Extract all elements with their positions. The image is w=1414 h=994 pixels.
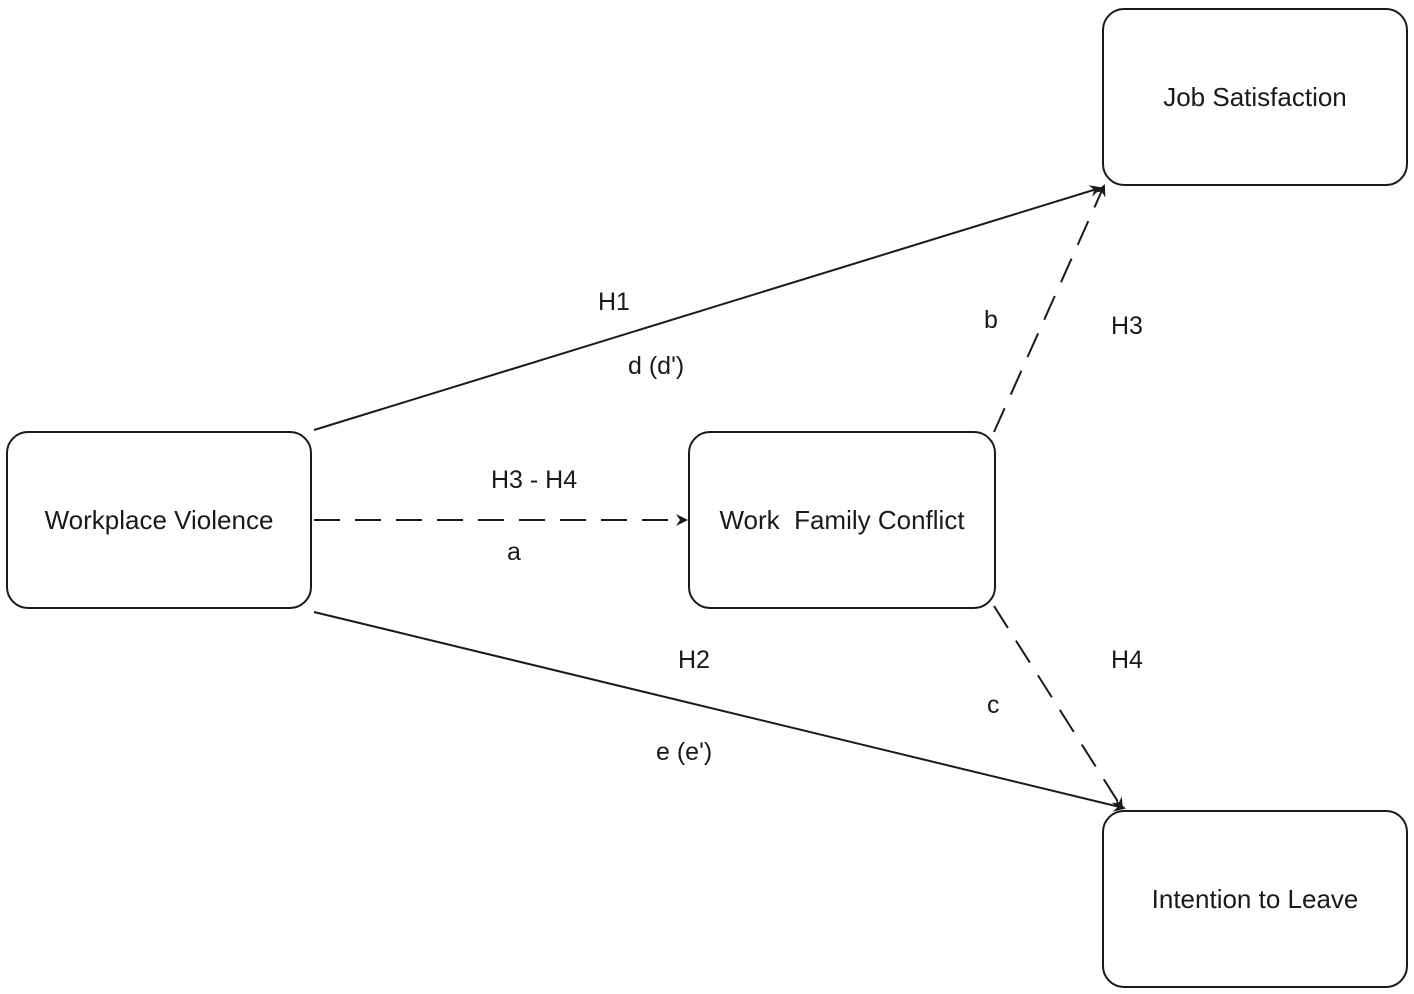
label-a: a — [507, 538, 521, 566]
node-workplace-violence: Workplace Violence — [6, 431, 312, 609]
edge-wfc-to-js — [993, 184, 1106, 433]
label-c: c — [987, 691, 1000, 719]
edge-wfc-to-itl — [993, 605, 1124, 810]
node-work-family-conflict-label: Work Family Conflict — [719, 504, 965, 535]
edge-wv-to-itl — [313, 611, 1126, 812]
label-d: d (d') — [628, 352, 685, 380]
node-intention-to-leave-label: Intention to Leave — [1151, 883, 1359, 914]
label-h4: H4 — [1111, 646, 1143, 674]
label-h3: H3 — [1111, 312, 1143, 340]
label-h3-h4: H3 - H4 — [491, 466, 578, 494]
node-intention-to-leave: Intention to Leave — [1102, 810, 1408, 988]
node-workplace-violence-label: Workplace Violence — [44, 504, 274, 535]
node-job-satisfaction: Job Satisfaction — [1102, 8, 1408, 186]
node-work-family-conflict: Work Family Conflict — [688, 431, 996, 609]
label-h2: H2 — [678, 646, 710, 674]
edge-wv-to-js — [313, 185, 1102, 431]
label-h1: H1 — [598, 288, 630, 316]
label-b: b — [984, 306, 998, 334]
node-job-satisfaction-label: Job Satisfaction — [1163, 81, 1347, 112]
label-e: e (e') — [656, 738, 713, 766]
